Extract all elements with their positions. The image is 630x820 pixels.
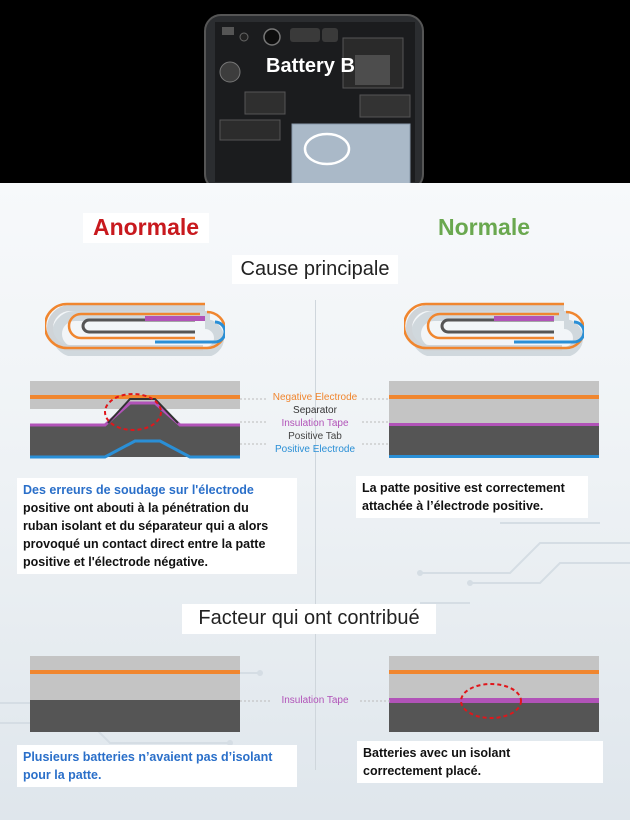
description-normal-cause: La patte positive est correctement attac…	[356, 476, 588, 518]
legend-positive-tab: Positive Tab	[288, 431, 342, 442]
description-abnormal-factor: Plusieurs batteries n’avaient pas d’isol…	[17, 745, 297, 787]
legend-insulation-tape: Insulation Tape	[281, 418, 349, 429]
description-line: Plusieurs batteries n’avaient pas d’isol…	[23, 750, 273, 764]
phone-photo: Battery B	[0, 0, 630, 191]
legend-insulation-tape-2: Insulation Tape	[281, 695, 349, 706]
description-line: pour la patte.	[23, 768, 102, 782]
description-line: ruban isolant et du séparateur qui a alo…	[23, 519, 269, 533]
legend-positive-electrode: Positive Electrode	[274, 444, 356, 455]
column-divider	[315, 300, 316, 770]
section-heading-main-cause: Cause principale	[232, 255, 398, 284]
description-abnormal-cause: Des erreurs de soudage sur l'électrode p…	[17, 478, 297, 574]
cross-section-no-insulation	[30, 656, 240, 732]
description-line: attachée à l’électrode positive.	[362, 499, 544, 513]
phone-label: Battery B	[266, 55, 355, 77]
legend-separator: Separator	[293, 405, 337, 416]
description-line: positive et l'électrode négative.	[23, 555, 208, 569]
legend-negative-electrode: Negative Electrode	[272, 392, 358, 403]
description-line: La patte positive est correctement	[362, 481, 565, 495]
legend-connectors	[240, 398, 390, 445]
folded-electrode-abnormal	[45, 302, 225, 356]
cross-section-abnormal	[30, 381, 240, 459]
description-line: Batteries avec un isolant	[363, 746, 511, 760]
description-normal-factor: Batteries avec un isolant correctement p…	[357, 741, 603, 783]
highlight-marker	[460, 683, 522, 719]
normal-title: Normale	[437, 214, 531, 240]
section-heading-contributing-factor: Facteur qui ont contribué	[182, 604, 436, 634]
abnormal-title: Anormale	[83, 213, 209, 243]
folded-electrode-normal	[404, 302, 584, 356]
defect-marker	[104, 393, 162, 431]
description-line: positive ont abouti à la pénétration du	[23, 501, 249, 515]
description-line: provoqué un contact direct entre la patt…	[23, 537, 266, 551]
cross-section-with-insulation	[389, 656, 599, 732]
phone-internals-illustration	[204, 14, 424, 191]
description-highlight: Des erreurs de soudage sur l'électrode	[23, 483, 254, 497]
description-line: correctement placé.	[363, 764, 482, 778]
cross-section-normal	[389, 381, 599, 458]
insulation-connector	[240, 700, 390, 702]
